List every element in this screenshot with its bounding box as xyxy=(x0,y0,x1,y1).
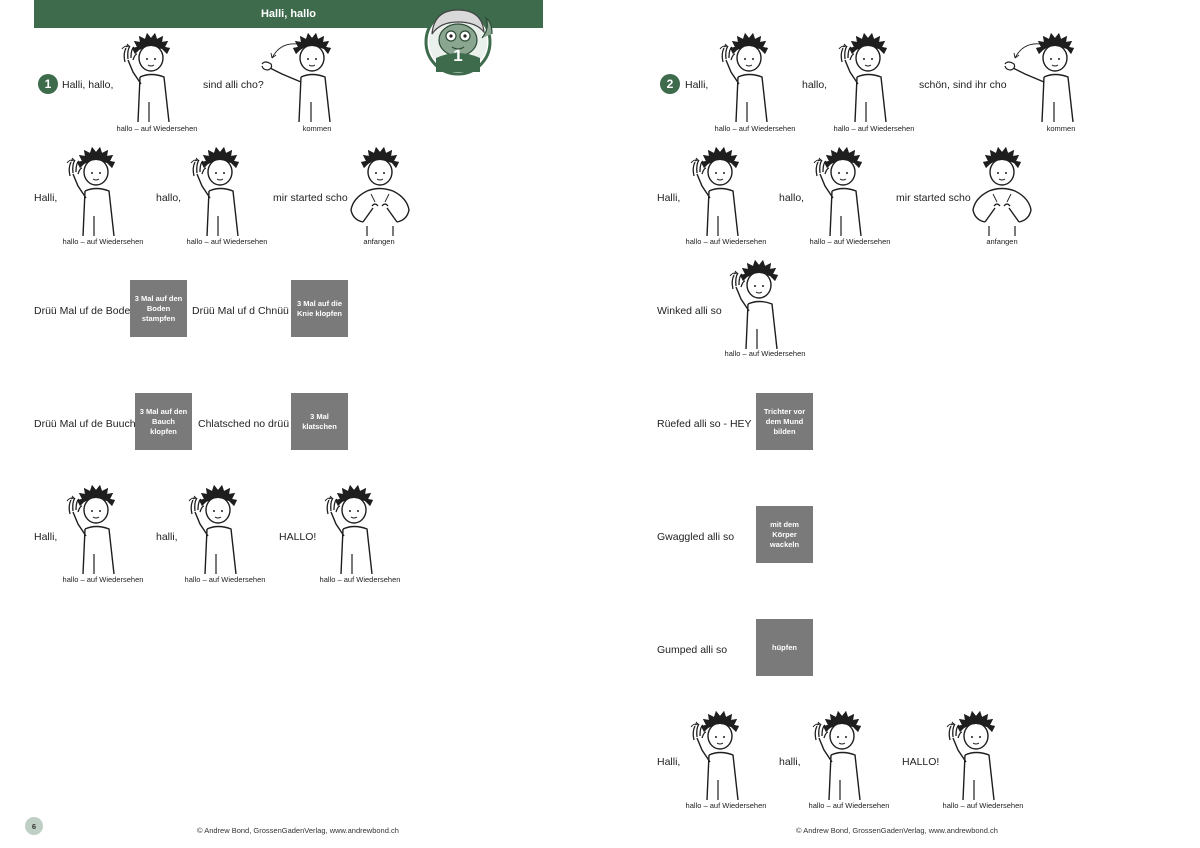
lyric-line: hallo, xyxy=(802,79,828,91)
signing-figure-wave-icon xyxy=(185,484,247,574)
sign-caption: hallo – auf Wiedersehen xyxy=(184,575,266,584)
action-box: 3 Mal auf die Knie klopfen xyxy=(291,280,348,337)
signing-figure-start-icon xyxy=(345,146,415,236)
page-title: Halli, hallo xyxy=(260,8,316,20)
signing-figure-wave-icon xyxy=(809,710,871,800)
action-box: 3 Mal auf den Bauch klopfen xyxy=(135,393,192,450)
signing-figure-wave-icon xyxy=(687,710,749,800)
section-number-1: 1 xyxy=(38,74,58,94)
lyric-line: Chlatsched no drüü xyxy=(198,418,290,430)
signing-figure-wave-icon xyxy=(810,146,872,236)
section-number-2: 2 xyxy=(660,74,680,94)
signing-figure-start-icon xyxy=(967,146,1037,236)
lyric-line: Drüü Mal uf de Buuch. xyxy=(34,418,139,430)
mascot-badge-number: 1 xyxy=(453,46,463,65)
lyric-line: HALLO! xyxy=(902,756,940,768)
signing-figure-wave-icon xyxy=(118,32,180,122)
sign-caption: hallo – auf Wiedersehen xyxy=(714,124,796,133)
sign-caption: hallo – auf Wiedersehen xyxy=(62,237,144,246)
signing-figure-wave-icon xyxy=(63,146,125,236)
signing-figure-wave-icon xyxy=(63,484,125,574)
copyright-footer: © Andrew Bond, GrossenGadenVerlag, www.a… xyxy=(796,826,998,835)
lyric-line: hallo, xyxy=(779,192,805,204)
sign-caption: hallo – auf Wiedersehen xyxy=(319,575,401,584)
signing-figure-wave-icon xyxy=(321,484,383,574)
signing-figure-come-icon xyxy=(260,32,340,122)
lyric-line: Halli, xyxy=(657,192,681,204)
lyric-line: Halli, xyxy=(34,192,58,204)
sign-caption: hallo – auf Wiedersehen xyxy=(685,237,767,246)
sign-caption: hallo – auf Wiedersehen xyxy=(809,237,891,246)
signing-figure-wave-icon xyxy=(187,146,249,236)
lyric-line: mir started scho xyxy=(273,192,348,204)
lyric-line: Halli, xyxy=(657,756,681,768)
sign-caption: kommen xyxy=(1046,124,1076,133)
sign-caption: hallo – auf Wiedersehen xyxy=(724,349,806,358)
signing-figure-wave-icon xyxy=(726,259,788,349)
lyric-line: Halli, xyxy=(34,531,58,543)
action-box: Trichter vor dem Mund bilden xyxy=(756,393,813,450)
mascot-badge-icon xyxy=(424,8,493,76)
lyric-line: halli, xyxy=(779,756,801,768)
sign-caption: kommen xyxy=(302,124,332,133)
sign-caption: hallo – auf Wiedersehen xyxy=(833,124,915,133)
sign-caption: hallo – auf Wiedersehen xyxy=(186,237,268,246)
action-box: mit dem Körper wackeln xyxy=(756,506,813,563)
lyric-line: Drüü Mal uf d Chnüü xyxy=(192,305,289,317)
signing-figure-come-icon xyxy=(1003,32,1083,122)
lyric-line: halli, xyxy=(156,531,178,543)
lyric-line: mir started scho xyxy=(896,192,971,204)
lyric-line: hallo, xyxy=(156,192,182,204)
lyric-line: Drüü Mal uf de Bode. xyxy=(34,305,134,317)
lyric-line: Halli, xyxy=(685,79,709,91)
copyright-footer: © Andrew Bond, GrossenGadenVerlag, www.a… xyxy=(197,826,399,835)
signing-figure-wave-icon xyxy=(835,32,897,122)
lyric-line: Rüefed alli so - HEY xyxy=(657,418,752,430)
lyric-line: schön, sind ihr cho xyxy=(919,79,1007,91)
lyric-line: Gumped alli so xyxy=(657,644,728,656)
action-box: hüpfen xyxy=(756,619,813,676)
sign-caption: anfangen xyxy=(363,237,395,246)
sign-caption: hallo – auf Wiedersehen xyxy=(808,801,890,810)
sign-caption: hallo – auf Wiedersehen xyxy=(62,575,144,584)
lyric-line: Winked alli so xyxy=(657,305,722,317)
action-box: 3 Mal klatschen xyxy=(291,393,348,450)
lyric-line: Gwaggled alli so xyxy=(657,531,735,543)
signing-figure-wave-icon xyxy=(687,146,749,236)
sign-caption: hallo – auf Wiedersehen xyxy=(685,801,767,810)
lyric-line: Halli, hallo, xyxy=(62,79,114,91)
signing-figure-wave-icon xyxy=(716,32,778,122)
action-box: 3 Mal auf den Boden stampfen xyxy=(130,280,187,337)
sign-caption: anfangen xyxy=(986,237,1018,246)
page-number: 6 xyxy=(25,817,43,835)
sign-caption: hallo – auf Wiedersehen xyxy=(116,124,198,133)
signing-figure-wave-icon xyxy=(943,710,1005,800)
lyric-line: sind alli cho? xyxy=(203,79,264,91)
lyric-line: HALLO! xyxy=(279,531,317,543)
sign-caption: hallo – auf Wiedersehen xyxy=(942,801,1024,810)
